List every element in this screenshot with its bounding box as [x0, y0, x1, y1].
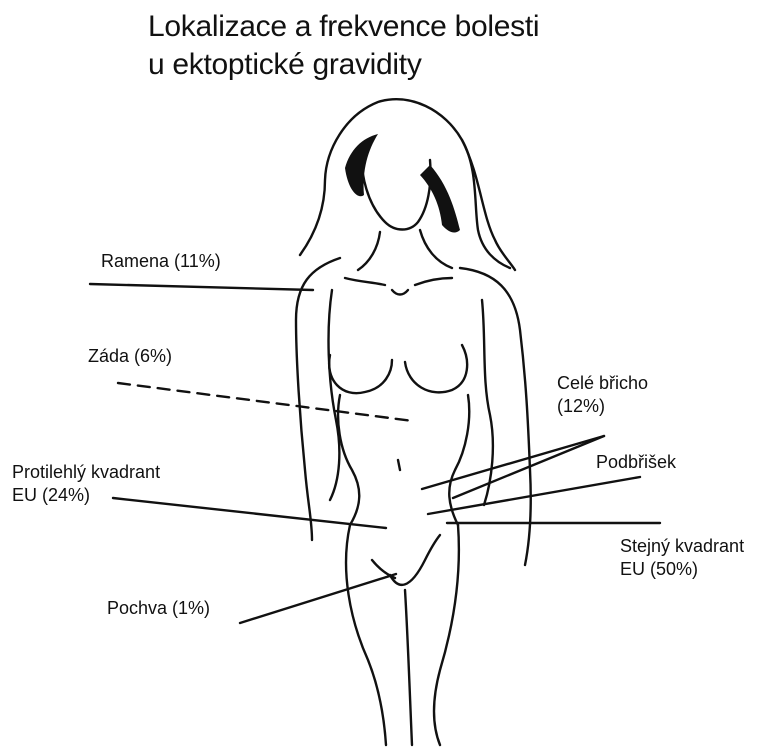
- label-protilehly-line-2: EU (24%): [12, 484, 160, 507]
- pointer-ramena: [90, 284, 313, 290]
- right-hip-leg: [434, 525, 459, 745]
- inner-leg: [405, 590, 412, 745]
- right-breast: [405, 345, 467, 392]
- label-cele-bricho-line-2: (12%): [557, 395, 648, 418]
- hair-fill-right: [420, 165, 460, 232]
- label-stejny-line-2: EU (50%): [620, 558, 744, 581]
- label-cele-bricho-line-1: Celé břicho: [557, 372, 648, 395]
- label-stejny-kvadrant: Stejný kvadrant EU (50%): [620, 535, 744, 581]
- label-podbrisek: Podbřišek: [596, 451, 676, 474]
- neck-right: [420, 230, 452, 268]
- sternum-notch: [392, 290, 408, 295]
- left-breast: [329, 355, 392, 393]
- collarbone-right: [415, 278, 452, 285]
- label-ramena-text: Ramena (11%): [101, 250, 221, 273]
- neck-left: [358, 232, 380, 270]
- right-inner-arm: [482, 300, 493, 505]
- hair-back-right: [462, 140, 515, 270]
- pointer-zada: [118, 383, 413, 421]
- right-torso: [449, 395, 469, 525]
- pointer-cele-bricho-a: [422, 436, 604, 489]
- right-shoulder-arm: [460, 268, 531, 565]
- label-pochva: Pochva (1%): [107, 597, 210, 620]
- label-pochva-text: Pochva (1%): [107, 597, 210, 620]
- pointer-pochva: [240, 574, 396, 623]
- hair-fill-left: [345, 134, 378, 196]
- label-podbrisek-text: Podbřišek: [596, 451, 676, 474]
- navel: [398, 460, 400, 470]
- label-zada: Záda (6%): [88, 345, 172, 368]
- collarbone-left: [345, 278, 385, 285]
- label-stejny-line-1: Stejný kvadrant: [620, 535, 744, 558]
- label-cele-bricho: Celé břicho (12%): [557, 372, 648, 418]
- groin-line: [390, 535, 440, 585]
- face-outline: [362, 150, 431, 230]
- label-protilehly-line-1: Protilehlý kvadrant: [12, 461, 160, 484]
- left-inner-arm: [329, 290, 340, 500]
- label-ramena: Ramena (11%): [101, 250, 221, 273]
- left-hip-leg: [346, 525, 386, 745]
- label-protilehly-kvadrant: Protilehlý kvadrant EU (24%): [12, 461, 160, 507]
- label-zada-text: Záda (6%): [88, 345, 172, 368]
